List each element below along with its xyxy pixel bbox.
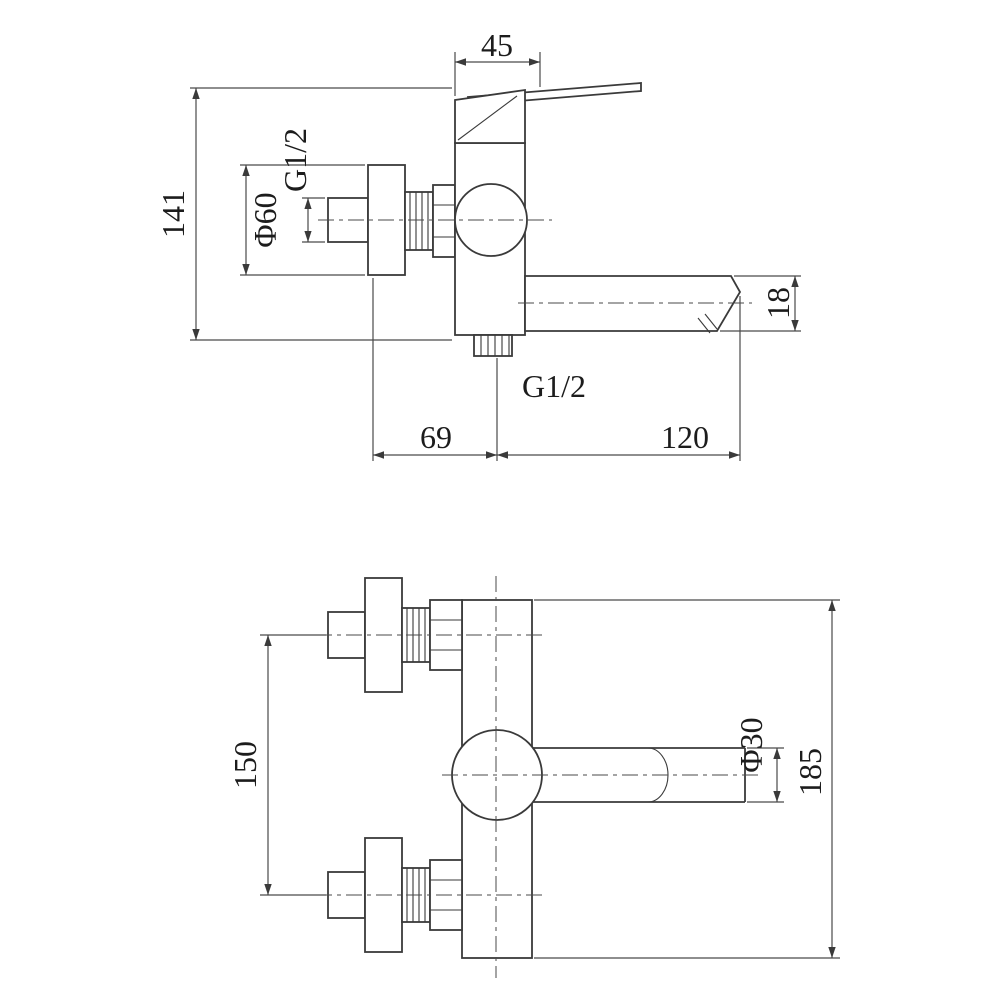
side-view: 45 141 Φ60 G1/2 bbox=[155, 27, 801, 461]
dim-label-front-height: 185 bbox=[792, 748, 828, 796]
dim-45: 45 bbox=[454, 27, 541, 96]
dim-141: 141 bbox=[155, 87, 452, 341]
dim-label-escutcheon-dia: Φ60 bbox=[247, 192, 283, 247]
dim-label-inlet-thread: G1/2 bbox=[277, 128, 313, 192]
dim-69-120: 69 120 bbox=[372, 278, 741, 461]
dim-150: 150 bbox=[227, 634, 326, 896]
dim-label-height: 141 bbox=[155, 190, 191, 238]
dim-label-center-to-spout: 120 bbox=[661, 419, 709, 455]
dim-label-inlet-spacing: 150 bbox=[227, 741, 263, 789]
dim-phi30: Φ30 bbox=[733, 717, 784, 803]
dim-label-top-width: 45 bbox=[481, 27, 513, 63]
dim-label-handle-dia: Φ30 bbox=[733, 717, 769, 772]
dim-g12-inlet: G1/2 bbox=[277, 128, 325, 243]
aerator-line bbox=[704, 313, 718, 330]
outlet-stub bbox=[473, 334, 513, 357]
handle-cap-edge bbox=[457, 95, 518, 141]
dim-label-wall-to-center: 69 bbox=[420, 419, 452, 455]
dim-phi60: Φ60 bbox=[240, 164, 365, 276]
dim-label-spout-end: 18 bbox=[760, 287, 796, 319]
dim-185: 185 bbox=[534, 599, 840, 959]
aerator-line bbox=[697, 317, 711, 334]
dim-18: 18 bbox=[720, 275, 801, 332]
front-view: 150 Φ30 185 bbox=[227, 576, 840, 978]
threaded-nipple bbox=[404, 184, 456, 258]
dim-label-outlet-thread: G1/2 bbox=[522, 368, 586, 404]
